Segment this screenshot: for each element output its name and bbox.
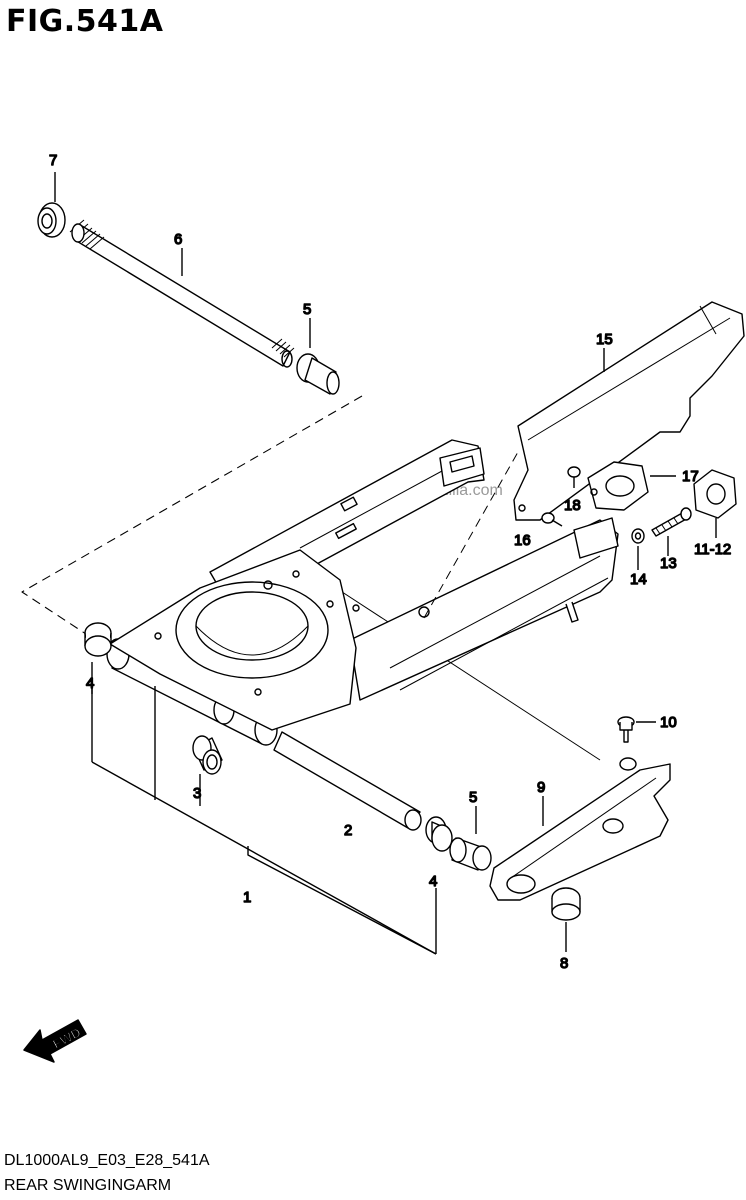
- callout-15[interactable]: 15: [595, 330, 613, 348]
- callout-5-top[interactable]: 5: [302, 300, 312, 318]
- part-14-washer[interactable]: [631, 528, 645, 544]
- callout-13[interactable]: 13: [659, 554, 677, 572]
- part-2-axle[interactable]: [273, 731, 422, 831]
- callout-3[interactable]: 3: [192, 784, 202, 802]
- part-15-chain-guard[interactable]: [513, 301, 745, 521]
- part-1-swingarm[interactable]: [106, 439, 619, 746]
- callout-8[interactable]: 8: [559, 954, 569, 972]
- callout-14[interactable]: 14: [629, 570, 647, 588]
- part-13-bolt[interactable]: [651, 507, 692, 537]
- callout-6[interactable]: 6: [173, 230, 183, 248]
- callout-18[interactable]: 18: [563, 496, 581, 514]
- part-3-bearing[interactable]: [192, 735, 223, 775]
- model-code: DL1000AL9_E03_E28_541A: [4, 1152, 210, 1169]
- part-17-plate[interactable]: [587, 461, 649, 511]
- callout-4-right[interactable]: 4: [428, 872, 438, 890]
- callout-7[interactable]: 7: [48, 151, 58, 169]
- part-10-bolt[interactable]: [617, 716, 635, 743]
- figure-name: REAR SWINGINGARM: [4, 1177, 172, 1194]
- part-7-locknut[interactable]: [37, 202, 66, 238]
- part-8-nut[interactable]: [551, 887, 581, 921]
- fwd-label: FWD: [50, 1025, 83, 1052]
- callout-16[interactable]: 16: [513, 531, 531, 549]
- callout-2[interactable]: 2: [343, 821, 353, 839]
- part-18-screw[interactable]: [567, 466, 581, 488]
- figure-title: FIG.541A: [6, 4, 164, 39]
- fwd-arrow-icon: FWD: [23, 1019, 87, 1063]
- callout-1[interactable]: 1: [242, 888, 252, 906]
- part-5-collar-top[interactable]: [296, 353, 340, 395]
- callout-11-12[interactable]: 11-12: [693, 540, 732, 558]
- part-11-12-block[interactable]: [693, 469, 737, 519]
- callout-10[interactable]: 10: [659, 713, 677, 731]
- axle-alignment-line: [335, 587, 601, 761]
- callout-9[interactable]: 9: [536, 778, 546, 796]
- guard-mount-line: [423, 451, 519, 619]
- part-5-collar-bottom[interactable]: [449, 837, 492, 871]
- part-6-pivot-shaft[interactable]: [69, 219, 295, 368]
- callout-4-left[interactable]: 4: [85, 674, 95, 692]
- part-16-screw[interactable]: [541, 512, 563, 527]
- callout-5-bottom[interactable]: 5: [468, 788, 478, 806]
- part-9-torque-link[interactable]: [489, 757, 671, 901]
- callout-17[interactable]: 17: [681, 467, 699, 485]
- part-4-bearing-left[interactable]: [84, 622, 112, 657]
- part-4-bearing-right[interactable]: [425, 816, 453, 852]
- leader-1-b: [91, 761, 437, 955]
- shaft-axis-line: [21, 395, 363, 635]
